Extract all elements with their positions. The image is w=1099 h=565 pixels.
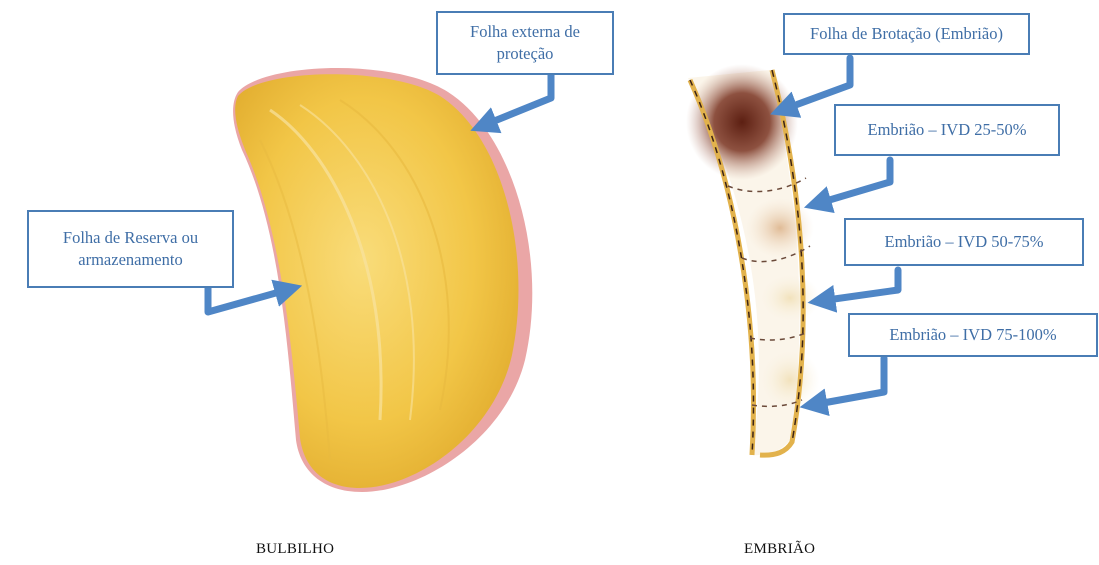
callout-line: Embrião – IVD 50-75% (884, 231, 1043, 253)
bulb-clove (233, 68, 532, 492)
bent-arrow-icon (812, 358, 884, 405)
caption-bulbilho: BULBILHO (256, 541, 334, 558)
callout-line: armazenamento (78, 249, 182, 271)
caption-embriao: EMBRIÃO (744, 541, 815, 558)
bent-arrow-icon (482, 70, 551, 126)
ivd-50-75-zone (760, 274, 820, 322)
callout-line: Folha de Reserva ou (63, 227, 198, 249)
ivd-75-100-zone (760, 350, 820, 410)
callout-protective-leaf: Folha externa de proteção (436, 11, 614, 75)
callout-reserve-leaf: Folha de Reserva ou armazenamento (27, 210, 234, 288)
callout-ivd-25-50: Embrião – IVD 25-50% (834, 104, 1060, 156)
callout-line: Embrião – IVD 25-50% (867, 119, 1026, 141)
callout-ivd-50-75: Embrião – IVD 50-75% (844, 218, 1084, 266)
callout-line: proteção (497, 43, 554, 65)
callout-line: Folha externa de (470, 21, 580, 43)
reserve-tissue (235, 74, 518, 488)
bent-arrow-icon (820, 270, 898, 301)
callout-line: Embrião – IVD 75-100% (889, 324, 1056, 346)
sprout-zone (686, 64, 798, 180)
bent-arrow-icon (208, 286, 290, 312)
callout-ivd-75-100: Embrião – IVD 75-100% (848, 313, 1098, 357)
callout-line: Folha de Brotação (Embrião) (810, 23, 1003, 45)
callout-sprout-leaf: Folha de Brotação (Embrião) (783, 13, 1030, 55)
bent-arrow-icon (816, 160, 890, 204)
embryo-section (686, 64, 820, 455)
